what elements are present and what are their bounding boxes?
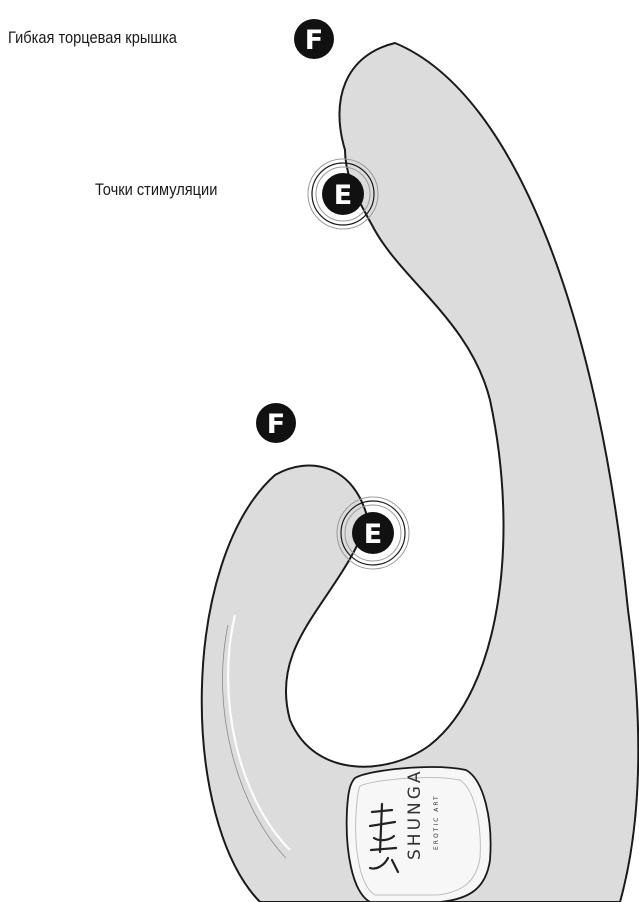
marker-f-inner: F	[256, 403, 296, 443]
marker-e-inner-letter: E	[364, 519, 382, 550]
inner-contour-line-2	[222, 624, 287, 859]
inner-contour-line	[226, 614, 291, 851]
stimulation-points-label: Точки стимуляции	[95, 180, 218, 199]
calligraphy-icon	[368, 802, 400, 874]
logo-brand: SHUNGA	[405, 768, 425, 860]
logo-subtitle: EROTIC ART	[433, 794, 440, 850]
logo-panel: SHUNGA EROTIC ART	[345, 766, 492, 902]
end-cap-label: Гибкая торцевая крышка	[8, 28, 177, 47]
marker-e-top-letter: E	[334, 180, 352, 211]
marker-e-inner: E	[336, 496, 410, 570]
product-body	[200, 42, 639, 902]
marker-e-top: E	[307, 158, 379, 230]
marker-f-top: F	[294, 19, 334, 59]
marker-f-inner-letter: F	[267, 409, 285, 440]
marker-f-top-letter: F	[305, 25, 323, 56]
